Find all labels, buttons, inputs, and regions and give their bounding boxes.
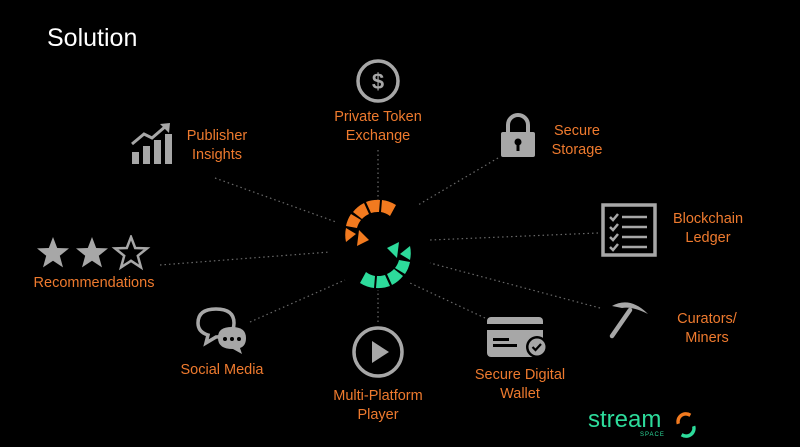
streamspace-logo-icon <box>345 199 411 289</box>
connector-reco <box>159 251 331 266</box>
connector-miners <box>429 262 601 309</box>
play-button-icon <box>352 326 404 378</box>
connector-wallet <box>409 282 486 319</box>
star-full-1 <box>37 237 69 268</box>
star-half-outline <box>113 235 149 269</box>
chat-bubbles-icon <box>196 307 246 354</box>
dollar-coin-icon: $ <box>356 59 400 103</box>
node-label-miners: Curators/Miners <box>677 311 737 346</box>
pickaxe-icon <box>609 302 648 339</box>
node-label-reco: Recommendations <box>33 275 155 291</box>
connector-social <box>249 279 346 323</box>
node-label-social: Social Media <box>180 362 264 378</box>
growth-chart-icon <box>131 123 172 164</box>
wallet-card-icon <box>487 317 548 358</box>
brand-wordmark: stream <box>588 406 662 433</box>
connector-insights <box>214 177 337 223</box>
slide-title: Solution <box>47 24 138 52</box>
star-full-2 <box>76 237 108 268</box>
star-rating-icon <box>37 235 149 269</box>
brand-logo-icon <box>676 412 696 438</box>
connector-ledger <box>429 232 599 241</box>
padlock-icon <box>501 113 535 157</box>
checklist-icon <box>601 203 657 257</box>
connector-storage <box>417 157 499 206</box>
svg-text:$: $ <box>372 69 384 94</box>
brand-subtitle: SPACE <box>640 432 665 438</box>
